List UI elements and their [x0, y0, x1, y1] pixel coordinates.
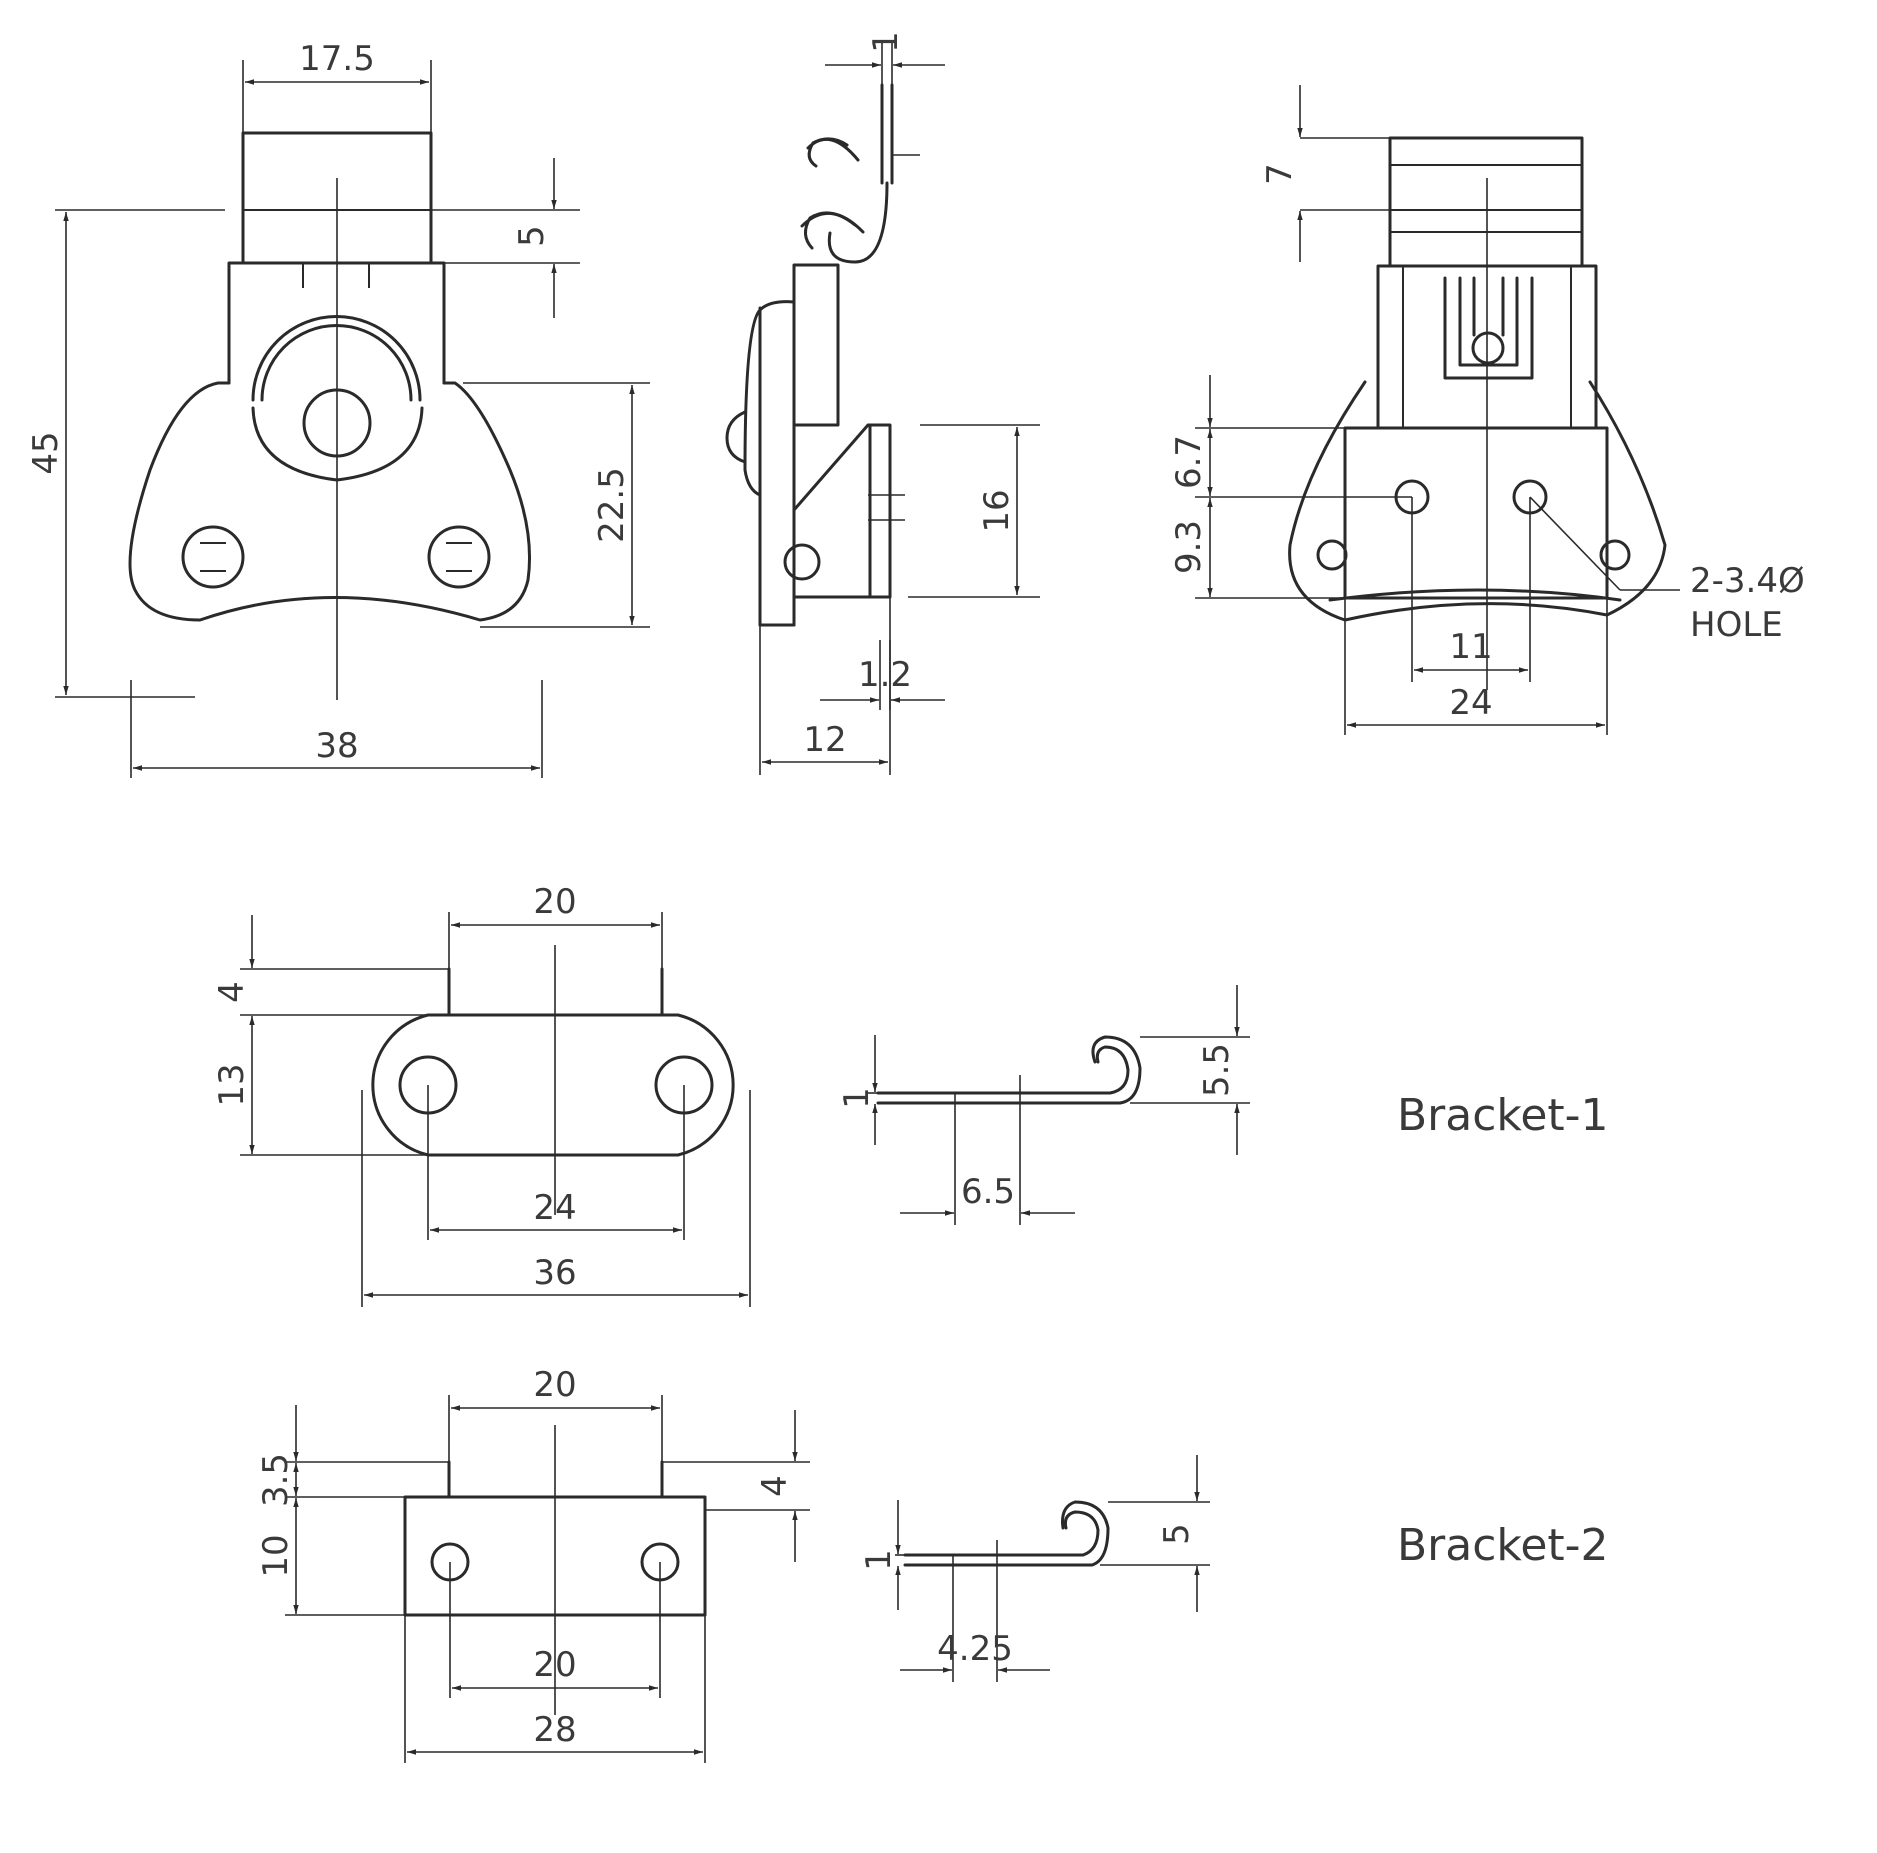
- dim-b2-3-5: 3.5: [256, 1453, 296, 1507]
- dim-b2-tab-height: 4: [755, 1475, 795, 1497]
- latch-side-view: [725, 83, 894, 627]
- hole-note-line2: HOLE: [1690, 605, 1783, 645]
- bracket1-top-view: [371, 945, 735, 1215]
- bracket1-top-dimensions: 20 4 13 24 36: [212, 882, 751, 1307]
- dim-b1-hole-spacing: 24: [533, 1188, 576, 1228]
- dim-front-width-top: 17.5: [299, 39, 375, 79]
- dim-front-height-top: 5: [512, 225, 552, 247]
- bracket1-side-dimensions: 1 5.5 6.5 Bracket-1: [837, 985, 1609, 1225]
- hole-note-line1: 2-3.4Ø: [1690, 561, 1805, 601]
- bracket2-top-dimensions: 20 3.5 10 4 20 28: [256, 1365, 810, 1763]
- dim-front-height-lower: 22.5: [592, 467, 632, 543]
- dim-b1-tab-height: 4: [212, 981, 252, 1003]
- bracket2-top-view: [403, 1425, 707, 1715]
- dim-rear-6-7: 6.7: [1169, 435, 1209, 489]
- dim-b1-side-offset: 6.5: [961, 1172, 1015, 1212]
- dim-rear-hole-spacing: 11: [1449, 627, 1492, 667]
- dim-b1-side-thickness: 1: [837, 1087, 877, 1109]
- latch-rear-view: [1288, 136, 1667, 690]
- latch-side-dimensions: 1 16 1.2 12: [759, 31, 1040, 775]
- bracket-1-label: Bracket-1: [1397, 1090, 1609, 1141]
- dim-rear-width: 24: [1449, 683, 1492, 723]
- dim-b2-10: 10: [256, 1534, 296, 1577]
- dim-b2-side-thickness: 1: [859, 1549, 899, 1571]
- dim-side-height: 16: [977, 489, 1017, 532]
- latch-rear-dimensions: 7 6.7 9.3 11 24 2-3.4Ø HOLE: [1169, 85, 1805, 735]
- dim-rear-height-top: 7: [1260, 163, 1300, 185]
- dim-side-depth: 12: [803, 720, 846, 760]
- dim-b1-body-height: 13: [212, 1063, 252, 1106]
- latch-front-view: [128, 131, 531, 700]
- dim-b1-tab-width: 20: [533, 882, 576, 922]
- bracket1-side-view: [876, 1035, 1142, 1105]
- dim-rear-9-3: 9.3: [1169, 520, 1209, 574]
- dim-b2-side-hook-height: 5: [1157, 1523, 1197, 1545]
- bracket2-side-view: [903, 1500, 1110, 1567]
- dim-b2-tab-width: 20: [533, 1365, 576, 1405]
- dim-side-thickness-top: 1: [866, 31, 906, 53]
- latch-front-dimensions: 17.5 5 45 22.5 38: [26, 39, 650, 778]
- dim-b2-side-offset: 4.25: [937, 1629, 1013, 1669]
- dim-front-width-total: 38: [315, 726, 358, 766]
- dim-b2-overall-width: 28: [533, 1710, 576, 1750]
- dim-side-thickness-bottom: 1.2: [858, 655, 912, 695]
- dim-b1-side-hook-height: 5.5: [1197, 1043, 1237, 1097]
- dim-b1-overall-width: 36: [533, 1253, 576, 1293]
- dim-front-height-total: 45: [26, 431, 66, 474]
- dim-b2-hole-spacing: 20: [533, 1645, 576, 1685]
- bracket-2-label: Bracket-2: [1397, 1520, 1609, 1571]
- bracket2-side-dimensions: 1 5 4.25 Bracket-2: [859, 1455, 1609, 1682]
